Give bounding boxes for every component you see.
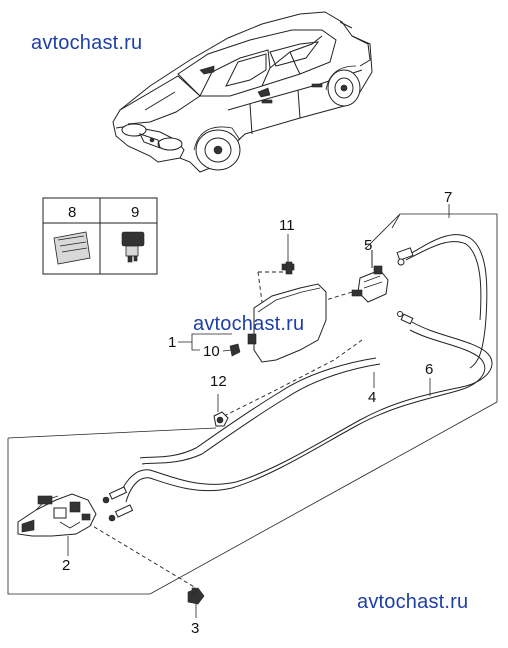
actuator-part-5 [351,250,389,303]
callout-1: 1 [168,334,177,351]
screw-part-12 [213,394,229,427]
bolt-part-11 [281,234,295,275]
vehicle-illustration [112,11,373,173]
release-lever-part-2 [17,493,97,556]
cable-end-fittings [396,247,414,325]
fuel-door [247,283,327,363]
callout-7: 7 [444,189,453,206]
callout-10: 10 [203,343,220,360]
parts-box-8-9 [42,197,158,275]
watermark-top: avtochast.ru [31,32,143,54]
callout-4: 4 [368,389,377,406]
callout-9: 9 [131,204,140,221]
watermark-middle: avtochast.ru [193,313,305,335]
connector-part-9 [121,231,145,263]
callout-6: 6 [425,361,434,378]
callout-3: 3 [191,620,200,637]
callout-11: 11 [279,217,295,234]
release-cable-4 [119,321,493,495]
bolt-part-3 [187,587,205,618]
callout-2: 2 [62,557,71,574]
clip-part-10 [222,343,241,357]
callout-12: 12 [210,373,227,390]
latch-cable-ends [102,486,134,522]
cable-6 [139,357,377,459]
callout-8: 8 [68,204,77,221]
pad-part-8 [53,231,91,265]
callout-leaders [178,204,450,396]
callout-5: 5 [364,237,373,254]
watermark-bottom: avtochast.ru [357,591,469,613]
cable-7 [409,234,488,369]
